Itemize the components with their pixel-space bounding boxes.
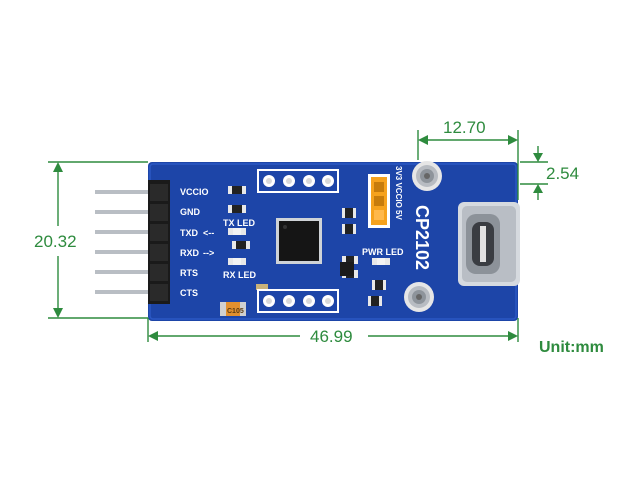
cp2102-chip	[276, 218, 322, 264]
pin-label-vccio: VCCIO	[180, 187, 209, 197]
pin-label-gnd: GND	[180, 207, 201, 217]
dimension-connector-offset: 2.54	[520, 146, 579, 200]
pin-label-txd: TXD	[180, 228, 199, 238]
dimension-connector-width: 12.70	[417, 118, 519, 200]
jumper-label: 3V3 VCCIO 5V	[394, 166, 403, 220]
smd-components	[228, 186, 390, 306]
mounting-hole-top	[412, 161, 442, 191]
dimension-width: 46.99	[147, 318, 519, 346]
height-dimension-label: 20.32	[34, 232, 77, 251]
top-pad-row	[257, 169, 339, 193]
tx-led-label: TX LED	[223, 218, 256, 228]
unit-label: Unit:mm	[539, 339, 604, 356]
connector-width-label: 12.70	[443, 118, 486, 137]
header-pins	[95, 190, 155, 294]
capacitor-c105: C105	[220, 302, 246, 316]
mounting-hole-bottom	[404, 282, 434, 312]
voltage-jumper	[368, 174, 390, 228]
pin-label-rxd: RXD	[180, 248, 200, 258]
pwr-led-label: PWR LED	[362, 247, 404, 257]
capacitor-label: C105	[227, 308, 244, 315]
connector-offset-label: 2.54	[546, 164, 579, 183]
bottom-pad-row	[257, 289, 339, 313]
chip-name-label: CP2102	[412, 205, 432, 270]
pin-label-rts: RTS	[180, 268, 198, 278]
pin-labels: VCCIO GND TXD <-- RXD --> RTS CTS	[180, 187, 214, 298]
pin-label-cts: CTS	[180, 288, 198, 298]
rxd-arrow: -->	[203, 248, 214, 258]
rx-led-label: RX LED	[223, 270, 257, 280]
dimension-height: 20.32	[34, 161, 148, 319]
pin-header	[95, 180, 170, 304]
usb-type-c-connector	[458, 202, 520, 286]
txd-arrow: <--	[203, 228, 214, 238]
width-dimension-label: 46.99	[310, 327, 353, 346]
transistor	[340, 262, 354, 276]
